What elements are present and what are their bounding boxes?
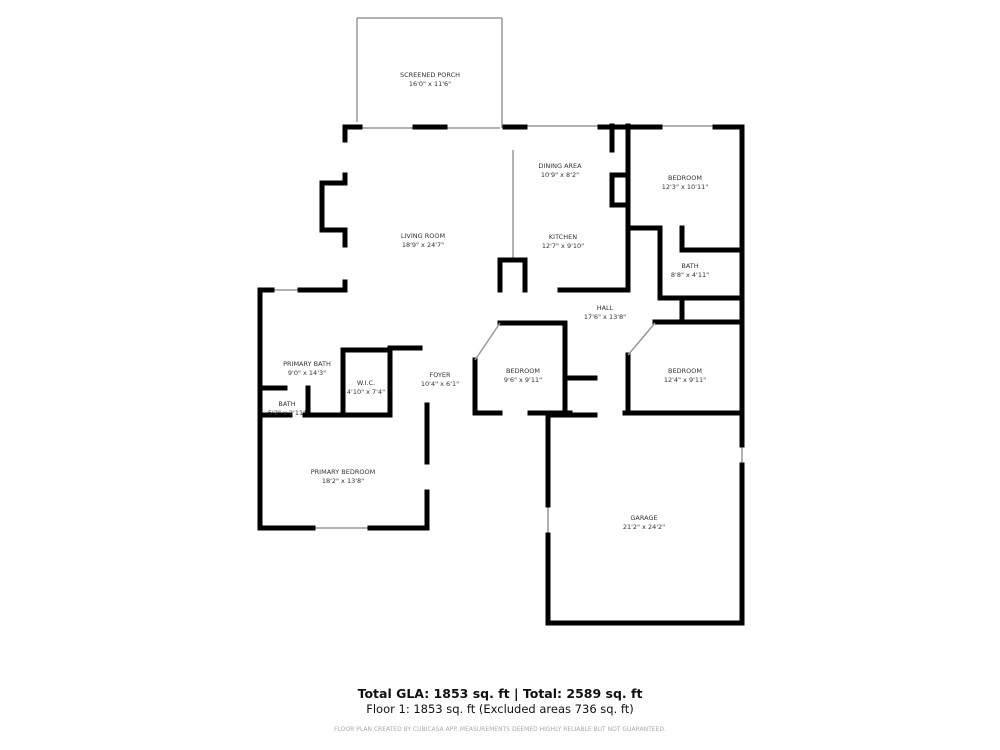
svg-text:18'9" x 24'7": 18'9" x 24'7" — [402, 241, 444, 249]
svg-text:BATH: BATH — [278, 400, 295, 408]
svg-text:12'7" x 9'10": 12'7" x 9'10" — [542, 242, 584, 250]
svg-text:12'3" x 10'11": 12'3" x 10'11" — [662, 183, 708, 191]
svg-text:SCREENED PORCH: SCREENED PORCH — [400, 71, 460, 79]
walls — [257, 123, 745, 626]
svg-text:BEDROOM: BEDROOM — [668, 174, 702, 182]
svg-text:DINING AREA: DINING AREA — [538, 162, 582, 170]
svg-text:LIVING ROOM: LIVING ROOM — [401, 232, 445, 240]
svg-text:17'6" x 13'8": 17'6" x 13'8" — [584, 313, 626, 321]
room-wic: W.I.C.4'10" x 7'4" — [347, 379, 385, 396]
total-area: Total GLA: 1853 sq. ft | Total: 2589 sq.… — [357, 686, 643, 701]
svg-text:12'4" x 9'11": 12'4" x 9'11" — [664, 376, 706, 384]
svg-text:PRIMARY BATH: PRIMARY BATH — [283, 360, 331, 368]
svg-text:BATH: BATH — [681, 262, 698, 270]
floor-area: Floor 1: 1853 sq. ft (Excluded areas 736… — [366, 702, 634, 716]
svg-text:9'6" x 9'11": 9'6" x 9'11" — [504, 376, 542, 384]
svg-text:GARAGE: GARAGE — [630, 514, 657, 522]
svg-text:10'4" x 6'1": 10'4" x 6'1" — [421, 380, 459, 388]
svg-text:FOYER: FOYER — [429, 371, 451, 379]
svg-text:8'8" x 4'11": 8'8" x 4'11" — [671, 271, 709, 279]
svg-text:HALL: HALL — [597, 304, 614, 312]
svg-text:5'2" x 2'11": 5'2" x 2'11" — [268, 409, 306, 417]
svg-text:W.I.C.: W.I.C. — [357, 379, 375, 387]
disclaimer: FLOOR PLAN CREATED BY CUBICASA APP. MEAS… — [334, 726, 666, 733]
svg-text:21'2" x 24'2": 21'2" x 24'2" — [623, 523, 665, 531]
svg-text:9'0" x 14'3": 9'0" x 14'3" — [288, 369, 326, 377]
svg-text:16'0" x 11'6": 16'0" x 11'6" — [409, 80, 451, 88]
svg-text:KITCHEN: KITCHEN — [549, 233, 577, 241]
svg-text:BEDROOM: BEDROOM — [668, 367, 702, 375]
svg-text:BEDROOM: BEDROOM — [506, 367, 540, 375]
svg-text:10'9" x 8'2": 10'9" x 8'2" — [541, 171, 579, 179]
svg-text:PRIMARY BEDROOM: PRIMARY BEDROOM — [311, 468, 375, 476]
diagonal-walls — [474, 322, 656, 361]
svg-text:18'2" x 13'8": 18'2" x 13'8" — [322, 477, 364, 485]
svg-text:4'10" x 7'4": 4'10" x 7'4" — [347, 388, 385, 396]
